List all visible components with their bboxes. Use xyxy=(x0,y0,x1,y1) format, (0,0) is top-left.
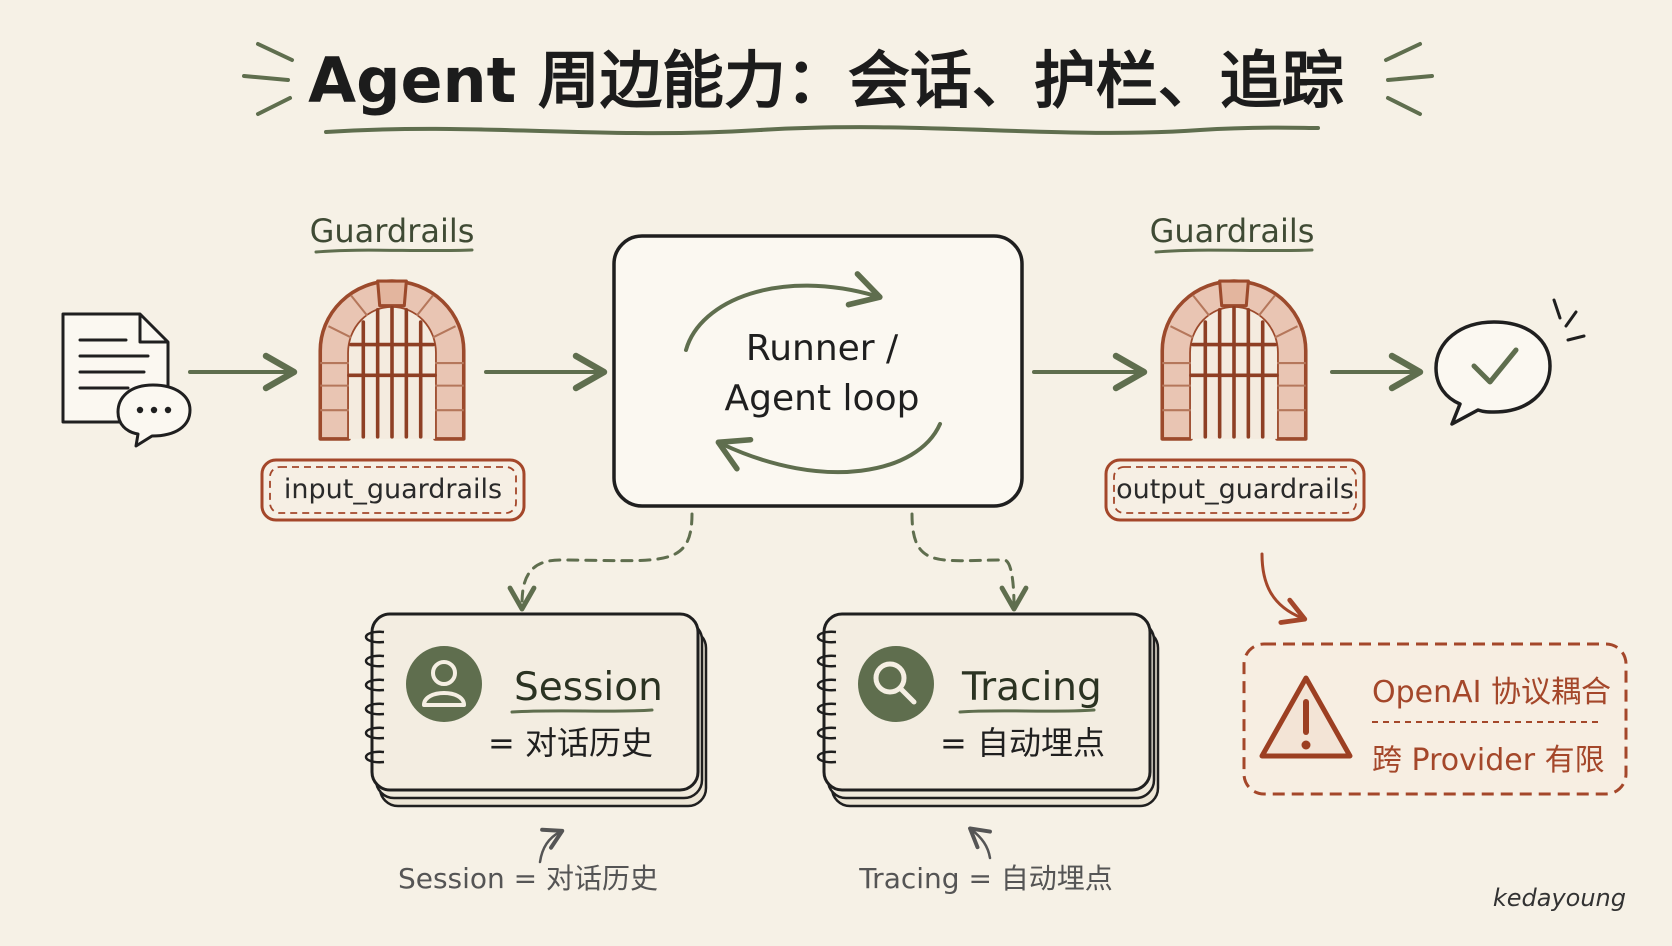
session-title-underline xyxy=(510,708,654,714)
loop-arrow-top xyxy=(684,271,883,352)
output-check-icon xyxy=(1434,298,1586,426)
dashed-arrow-to-session xyxy=(507,512,694,612)
session-title: Session xyxy=(514,665,663,710)
session-card: Session = 对话历史 xyxy=(364,612,708,808)
chat-bubble-icon xyxy=(116,383,192,448)
tracing-spiral-binding xyxy=(816,630,837,764)
warning-line-1: OpenAI 协议耦合 xyxy=(1372,675,1611,710)
tracing-icon-badge xyxy=(858,646,934,722)
input-document-icon xyxy=(61,312,192,448)
loop-arrow-bottom xyxy=(715,422,942,475)
user-icon xyxy=(422,660,466,707)
warning-box: OpenAI 协议耦合 跨 Provider 有限 xyxy=(1242,642,1628,796)
input-guardrail-group: Guardrails input_guardrails xyxy=(260,212,526,522)
output-guardrails-tag xyxy=(1104,458,1366,522)
session-caption: Session = 对话历史 xyxy=(398,862,658,895)
output-gate-icon xyxy=(1160,279,1308,441)
input-guardrail-heading: Guardrails xyxy=(310,212,475,250)
arrow-to-warning xyxy=(1260,552,1308,625)
session-caption-arrow xyxy=(538,827,565,864)
tracing-caption-arrow xyxy=(968,826,992,860)
runner-label-line1: Runner / xyxy=(746,328,899,369)
title-flourish-right xyxy=(1384,42,1434,116)
tracing-title: Tracing xyxy=(961,665,1102,710)
warning-triangle-icon xyxy=(1259,675,1353,759)
input-guardrails-label: input_guardrails xyxy=(284,474,502,505)
runner-box: Runner / Agent loop xyxy=(612,234,1024,508)
title-group: Agent 周边能力：会话、护栏、追踪 xyxy=(242,42,1434,136)
output-guardrail-group: Guardrails output_guardrails xyxy=(1104,212,1366,522)
tracing-caption: Tracing = 自动埋点 xyxy=(858,862,1113,895)
output-guardrail-heading: Guardrails xyxy=(1150,212,1315,250)
input-gate-icon xyxy=(318,279,466,441)
signature: kedayoung xyxy=(1493,884,1626,912)
tracing-title-underline xyxy=(958,708,1096,714)
dashed-arrow-to-tracing xyxy=(910,512,1029,612)
page-title: Agent 周边能力：会话、护栏、追踪 xyxy=(308,44,1344,117)
title-flourish-left xyxy=(242,42,294,116)
input-guardrails-tag xyxy=(260,458,526,522)
dashed-connectors xyxy=(507,512,1029,612)
warning-line-2: 跨 Provider 有限 xyxy=(1372,743,1605,778)
input-guardrail-underline xyxy=(314,248,474,254)
output-guardrails-label: output_guardrails xyxy=(1116,474,1354,505)
session-description: = 对话历史 xyxy=(488,724,653,762)
output-guardrail-underline xyxy=(1154,248,1314,254)
runner-label-line2: Agent loop xyxy=(725,378,920,419)
tracing-card: Tracing = 自动埋点 xyxy=(816,612,1160,808)
title-underline xyxy=(324,125,1320,136)
session-spiral-binding xyxy=(364,630,385,764)
magnifier-icon xyxy=(873,661,917,705)
tracing-description: = 自动埋点 xyxy=(940,724,1105,762)
